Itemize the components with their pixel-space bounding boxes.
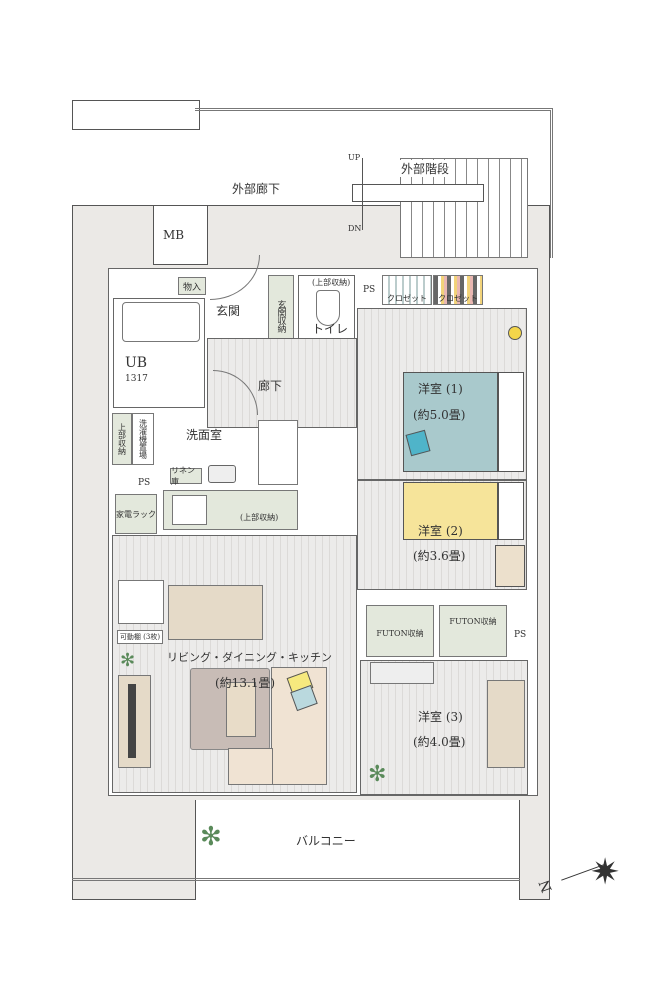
bath-label: UB: [125, 355, 148, 371]
room2-size: (約3.6畳): [413, 549, 466, 563]
toilet-fixture: [316, 290, 340, 326]
toilet-label: トイレ: [312, 322, 349, 336]
bathtub: [122, 302, 200, 342]
fridge-space: [118, 580, 164, 624]
dining-table: [168, 585, 263, 640]
exterior-railing: [195, 108, 553, 258]
ps-label-3: PS: [514, 630, 527, 640]
coffee-table: [226, 682, 256, 737]
washroom-counter: [258, 420, 298, 485]
bath-size: 1317: [125, 374, 148, 384]
stairs-up-label: UP: [348, 153, 361, 162]
ps-label-2: PS: [138, 478, 151, 488]
stairs: [400, 158, 528, 258]
bathroom: [113, 298, 205, 408]
washroom-upper-storage: 上部収納: [112, 413, 132, 465]
entrance-label: 玄関: [216, 304, 241, 318]
room3-desk: [487, 680, 525, 768]
washbasin: [208, 465, 236, 483]
exterior-corridor-label: 外部廊下: [232, 182, 281, 196]
washroom-label: 洗面室: [186, 428, 223, 442]
room3-size: (約4.0畳): [413, 735, 466, 749]
room3-name: 洋室 (3): [418, 710, 463, 724]
stove: [172, 495, 207, 525]
stair-landing: [352, 184, 484, 202]
room2-desk: [495, 545, 525, 587]
closet-1[interactable]: クロゼット: [382, 275, 432, 305]
toilet-upper-storage: (上部収納): [312, 278, 351, 287]
balcony-railing: [72, 878, 520, 888]
tv: [128, 684, 136, 758]
plant-icon: ✻: [200, 822, 222, 852]
room1-bed: [403, 372, 498, 472]
balcony: [195, 800, 520, 900]
low-shelf: [370, 662, 434, 684]
ldk-size: (約13.1畳): [215, 676, 276, 690]
mb-label: MB: [163, 228, 185, 242]
plant-icon: ✻: [368, 762, 387, 787]
linen-cabinet[interactable]: リネン庫: [170, 466, 202, 486]
room1-name: 洋室 (1): [418, 382, 463, 396]
room2-bed: [403, 482, 498, 540]
kitchen-upper-storage: (上部収納): [240, 513, 279, 522]
mb-box: [153, 205, 208, 265]
sofa-extension: [228, 748, 273, 785]
storage-closet[interactable]: 物入: [178, 277, 206, 295]
stairs-line: [362, 158, 363, 230]
compass-icon: ✷: [590, 852, 621, 893]
exterior-stairs-label: 外部階段: [398, 160, 453, 177]
room2-name: 洋室 (2): [418, 524, 463, 538]
room1-lamp: [508, 326, 522, 340]
plant-icon: ✻: [120, 650, 136, 671]
appliance-rack: 家電ラック: [115, 494, 157, 534]
room1-size: (約5.0畳): [413, 408, 466, 422]
balcony-label: バルコニー: [296, 834, 356, 848]
exterior-roof-ledge: [72, 100, 200, 130]
movable-shelf: 可動棚 (3枚): [117, 630, 163, 644]
futon-storage-1[interactable]: FUTON収納: [366, 605, 434, 657]
stairs-dn-label: DN: [348, 224, 362, 233]
room2-bed-frame: [498, 482, 524, 540]
room1-bed-frame: [498, 372, 524, 472]
closet-2[interactable]: クロゼット: [433, 275, 483, 305]
ldk-name: リビング・ダイニング・キッチン: [167, 651, 332, 664]
hallway-label: 廊下: [258, 379, 283, 393]
futon-storage-2[interactable]: FUTON収納: [439, 605, 507, 657]
ps-label: PS: [363, 285, 376, 295]
washer-space: 洗濯機置場: [132, 413, 154, 465]
